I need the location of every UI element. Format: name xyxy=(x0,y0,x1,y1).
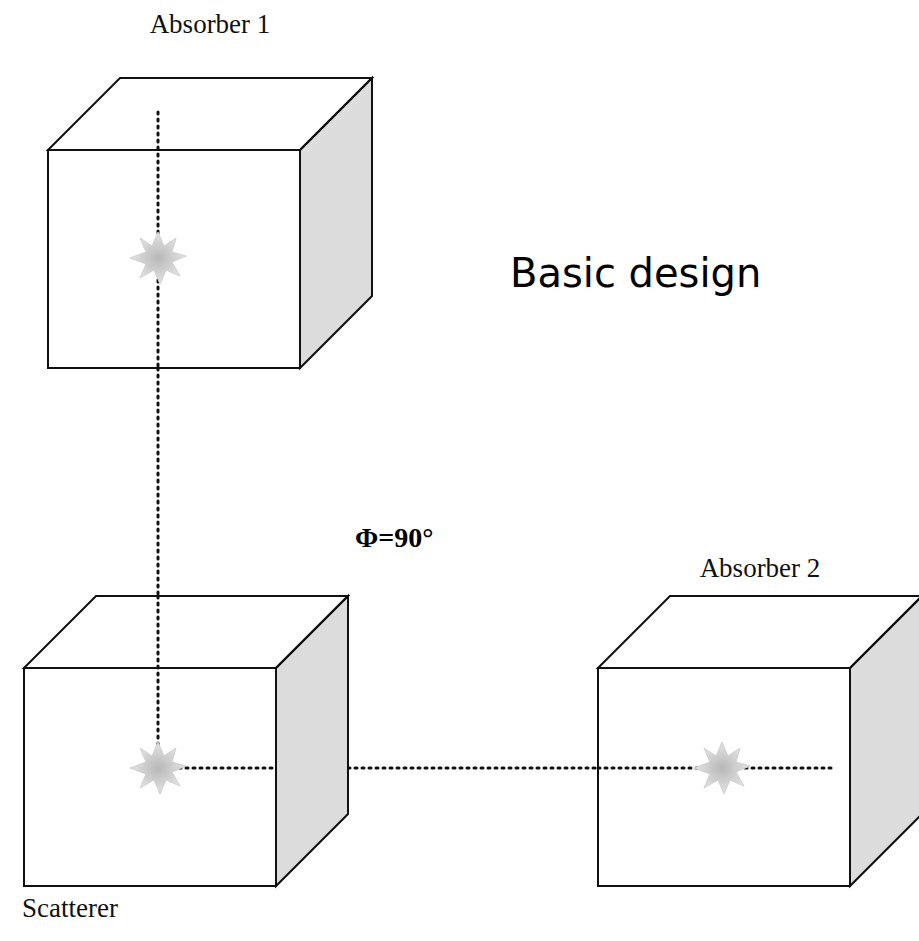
photon-path xyxy=(158,368,159,596)
cube-front xyxy=(598,668,850,886)
detector-cube: Scatterer xyxy=(24,596,348,886)
cube-outline xyxy=(598,596,919,886)
detector-cube: Absorber 1 xyxy=(48,78,372,368)
detector-label: Absorber 1 xyxy=(150,8,271,40)
interaction-star xyxy=(130,232,186,284)
detector-label: Absorber 2 xyxy=(700,552,821,584)
detector-label: Scatterer xyxy=(22,892,118,924)
cube-top xyxy=(598,596,919,668)
detector-cube: Absorber 2 xyxy=(598,596,919,886)
cube-side xyxy=(276,596,348,886)
cube-outline xyxy=(48,78,372,368)
cube-top xyxy=(48,78,372,150)
angle-label: Φ=90° xyxy=(355,522,433,554)
cube-side xyxy=(300,78,372,368)
cube-side xyxy=(850,596,919,886)
cube-top xyxy=(24,596,348,668)
photon-path xyxy=(348,768,598,769)
cube-front xyxy=(48,150,300,368)
cube-front xyxy=(24,668,276,886)
cube-outline xyxy=(24,596,348,886)
interaction-star xyxy=(694,742,750,794)
interaction-star xyxy=(130,742,186,794)
title-note: Basic design xyxy=(510,250,761,296)
